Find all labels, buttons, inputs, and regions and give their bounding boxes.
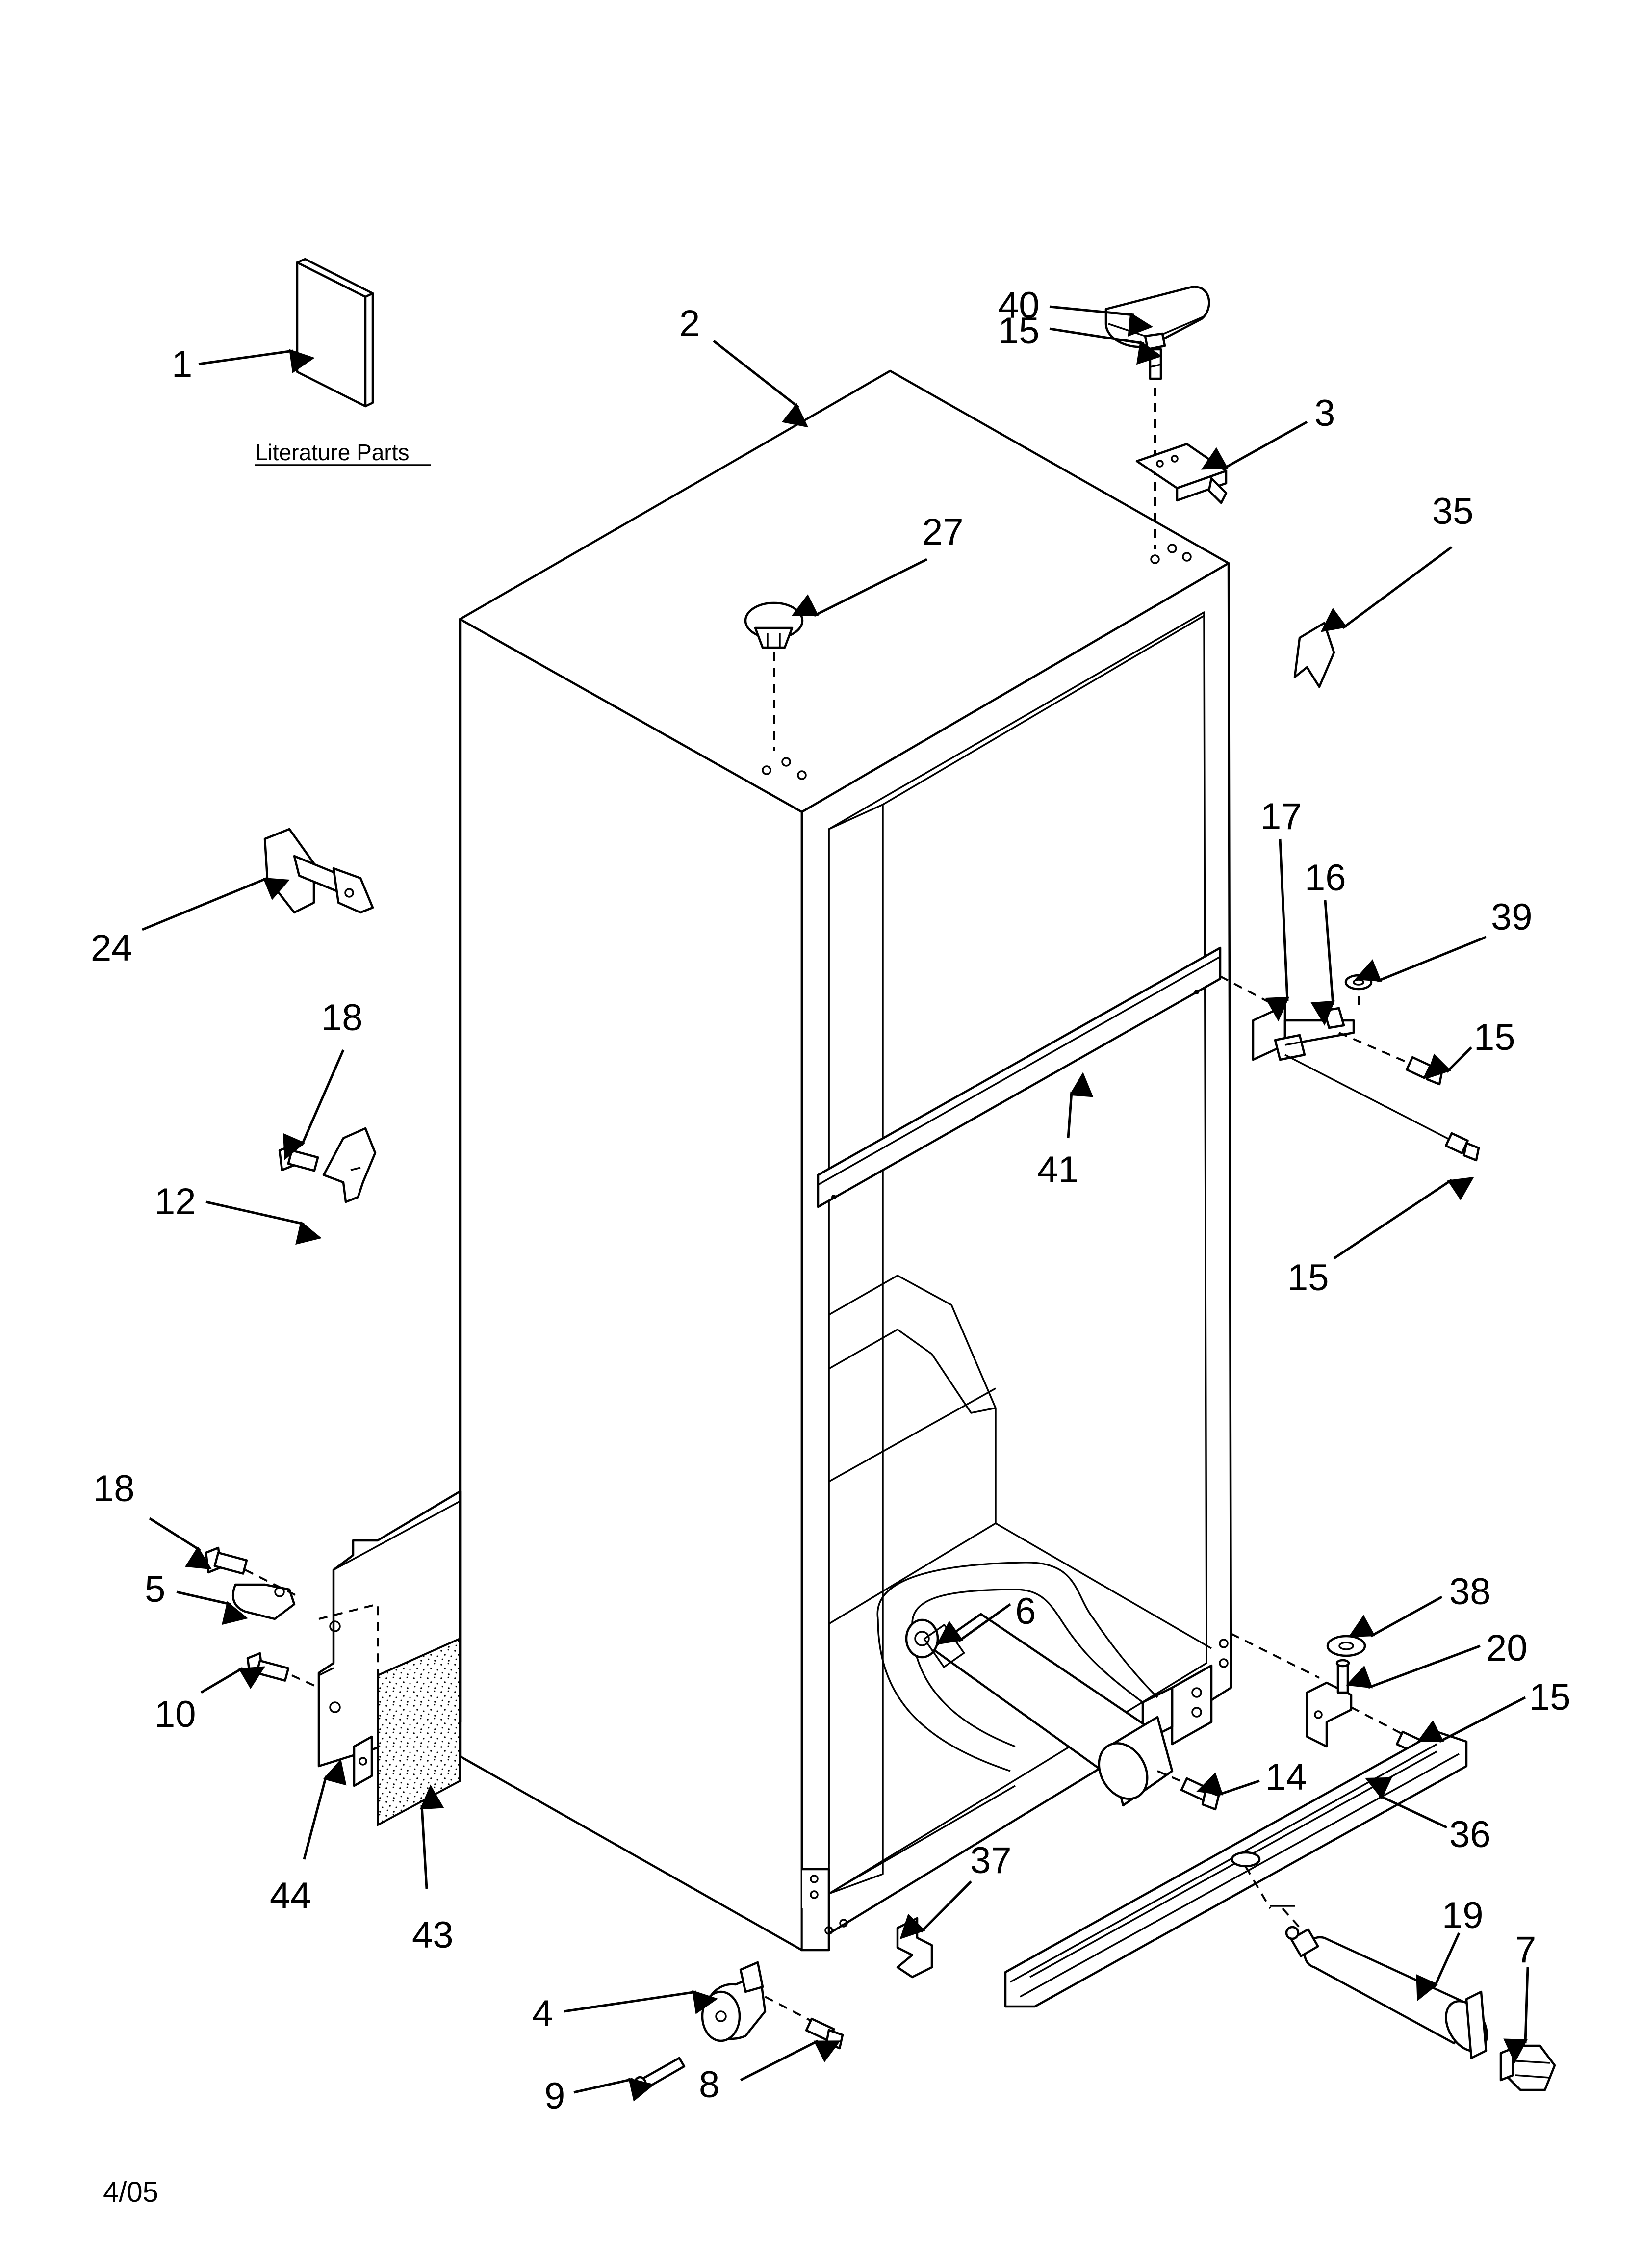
filter-cap	[1499, 2044, 1556, 2091]
callout-8: 8	[699, 2064, 719, 2106]
callout-labels: 1 2 40 15 3 35 27 24 18 12 17 16 39 15 4…	[91, 285, 1571, 2117]
refrigerator-cabinet	[459, 369, 1232, 1952]
literature-booklet	[296, 258, 374, 408]
callout-37: 37	[970, 1840, 1012, 1881]
lower-screws-clamp	[205, 1546, 319, 1689]
callout-27: 27	[922, 511, 964, 553]
door-stop	[263, 828, 374, 914]
callout-15-lower-hinge: 15	[1287, 1257, 1329, 1299]
callout-19: 19	[1442, 1895, 1484, 1936]
callout-12: 12	[154, 1181, 196, 1223]
callout-41: 41	[1037, 1149, 1079, 1191]
callout-7: 7	[1515, 1929, 1536, 1971]
top-hinge	[1135, 443, 1228, 504]
water-filter-cartridge	[1285, 1926, 1488, 2059]
callout-39: 39	[1491, 896, 1533, 938]
callout-20: 20	[1486, 1627, 1528, 1669]
literature-caption: Literature Parts	[255, 440, 409, 465]
callout-18-upper: 18	[321, 997, 363, 1039]
cabinet-plug	[744, 601, 804, 751]
callout-9: 9	[544, 2075, 565, 2117]
leader-arrows	[142, 305, 1529, 2102]
callout-3: 3	[1314, 392, 1335, 434]
callout-18-lower: 18	[93, 1468, 135, 1510]
callout-14: 14	[1265, 1756, 1307, 1798]
callout-43: 43	[412, 1914, 454, 1956]
water-filter-housing	[876, 1562, 1174, 1807]
filter-screw	[1157, 1770, 1220, 1811]
callout-40: 40	[998, 285, 1040, 326]
roller-assembly	[633, 1961, 844, 2094]
callout-15-top: 15	[998, 310, 1040, 352]
lower-hinge-group	[1231, 1633, 1436, 1763]
callout-2: 2	[679, 303, 700, 344]
callout-10: 10	[154, 1694, 196, 1735]
callout-36: 36	[1449, 1814, 1491, 1855]
callout-24: 24	[91, 927, 132, 969]
callout-17: 17	[1260, 796, 1302, 837]
callout-6: 6	[1015, 1590, 1036, 1632]
upper-screw-clip	[278, 1127, 377, 1203]
callout-4: 4	[532, 1993, 553, 2034]
hinge-pin-cover	[1293, 622, 1335, 688]
insulation-pad	[318, 1603, 461, 1827]
callout-15-hinge: 15	[1474, 1017, 1515, 1058]
callout-16: 16	[1305, 857, 1346, 899]
date-code: 4/05	[103, 2176, 158, 2208]
center-hinge-group	[1220, 974, 1480, 1162]
callout-38: 38	[1449, 1571, 1491, 1613]
callout-5: 5	[145, 1568, 165, 1610]
callout-15-bottom: 15	[1529, 1676, 1571, 1718]
callout-35: 35	[1432, 491, 1474, 532]
callout-1: 1	[172, 343, 192, 385]
callout-44: 44	[270, 1875, 311, 1917]
